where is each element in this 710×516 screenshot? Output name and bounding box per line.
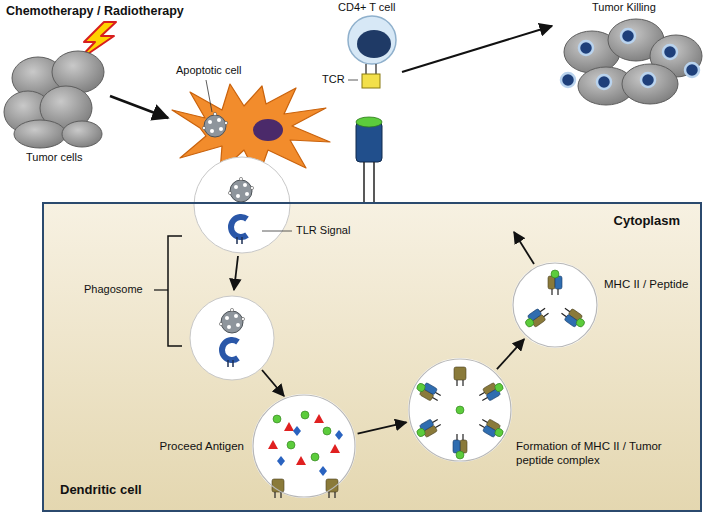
complex-vesicle: Formation of MHC II / Tumor peptide comp… [408, 358, 512, 462]
cell-name: Dendritic cell [60, 482, 142, 498]
dendritic-cell-box: CytoplasmDendritic cell Proceed Antigen Fo… [42, 202, 702, 512]
killing-arrow [402, 26, 552, 72]
process-arrow [497, 339, 524, 369]
figure-label: Apoptotic cell [176, 64, 241, 77]
process-arrow [358, 422, 407, 433]
killed-tumor [561, 19, 702, 105]
signal-label: TLR Signal [296, 224, 350, 237]
antigen-vesicle: Proceed Antigen [252, 394, 356, 498]
figure-label: Tumor cells [26, 151, 82, 164]
tumor-cells [4, 51, 104, 148]
antigen-vesicle-fill [252, 394, 356, 498]
treatment-label: Chemotherapy / Radiotherapy [6, 4, 184, 19]
vesicle-label: Formation of MHC II / Tumor peptide comp… [516, 440, 666, 468]
figure-label: Tumor Killing [592, 1, 656, 14]
bracket-label: Phagosome [84, 283, 143, 296]
phagosome-figure [154, 157, 292, 396]
cytoplasm-ground [43, 203, 701, 511]
receptor-label: TCR [322, 73, 345, 86]
mhc-peptide-vesicle: MHC II / Peptide [512, 262, 598, 348]
vesicle-outline [252, 394, 356, 498]
vesicle-outline [408, 358, 512, 462]
mhc-peptide-vesicle-fill [512, 232, 598, 348]
vesicle-label: Proceed Antigen [160, 440, 244, 454]
region-label: Cytoplasm [614, 213, 680, 229]
surface-mhc [356, 117, 382, 203]
formation-vesicle-fill [408, 358, 512, 462]
uptake-arrow [110, 96, 168, 118]
t-cell-figure [348, 16, 396, 88]
vesicle-label: MHC II / Peptide [604, 278, 688, 292]
figure-label: CD4+ T cell [338, 1, 395, 14]
vesicle-outline [512, 262, 598, 348]
